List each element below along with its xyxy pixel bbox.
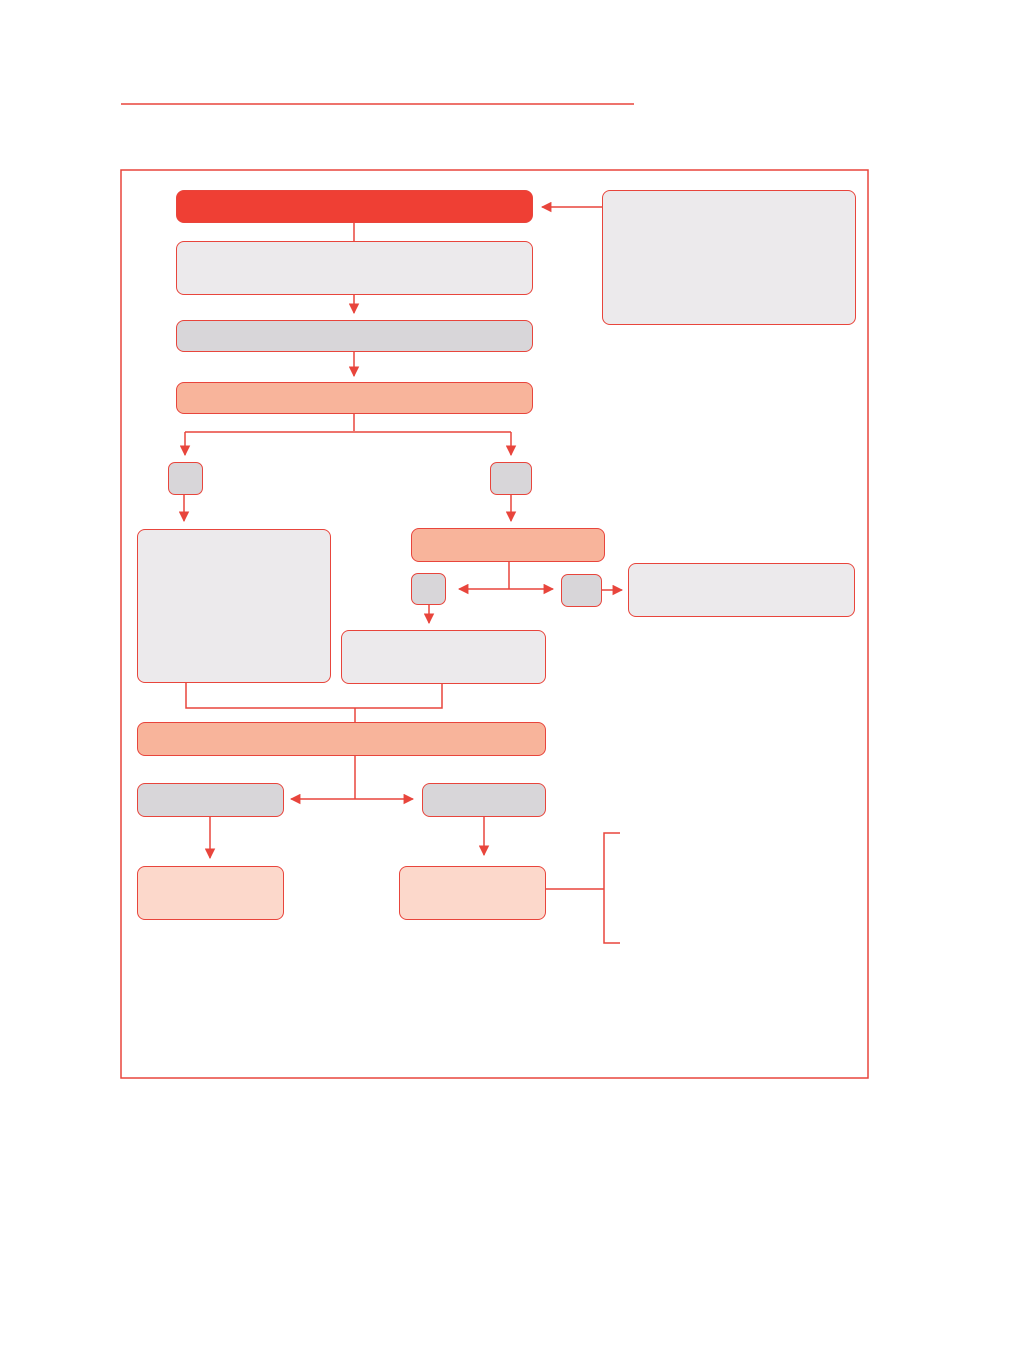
right-choice-box <box>490 462 532 495</box>
connector-merge <box>185 683 443 709</box>
merge-step-box <box>137 722 546 756</box>
left-choice-box <box>168 462 203 495</box>
right-step-box <box>411 528 605 562</box>
start-box <box>176 190 533 223</box>
step-2-box <box>176 320 533 352</box>
left-detail-box <box>137 529 331 683</box>
bracket-note <box>626 836 856 940</box>
outcome-left-box <box>137 866 284 920</box>
sub-right-detail-box <box>628 563 855 617</box>
step-3-box <box>176 382 533 414</box>
sub-left-detail-box <box>341 630 546 684</box>
sub-choice-left-box <box>411 573 446 605</box>
outcome-right-box <box>399 866 546 920</box>
bracket <box>603 832 620 944</box>
side-note-box <box>602 190 856 325</box>
sub-choice-right-box <box>561 574 602 607</box>
branch-left-box <box>137 783 284 817</box>
step-1-box <box>176 241 533 295</box>
outer-frame <box>120 169 869 1079</box>
branch-right-box <box>422 783 546 817</box>
